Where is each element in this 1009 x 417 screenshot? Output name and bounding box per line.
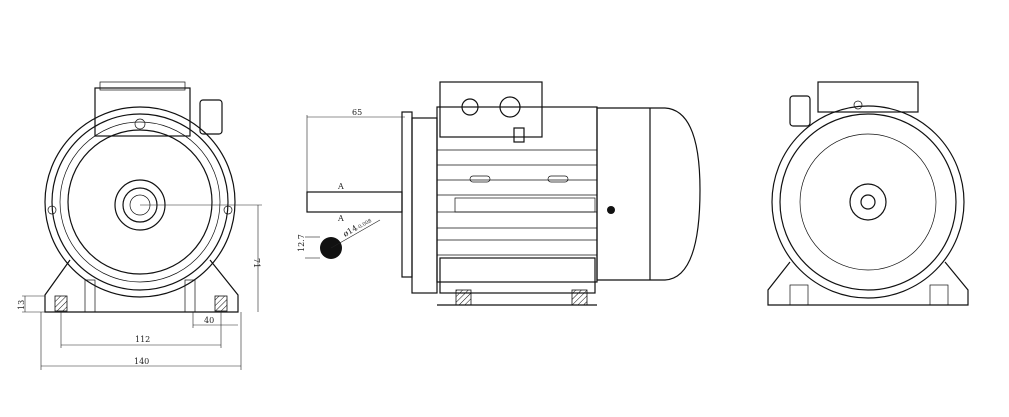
dim-foot-hole-spacing: 112 [135,335,150,344]
front-view: 71 13 40 112 140 [17,81,262,370]
rear-view [767,81,969,306]
dim-foot-hole-edge: 40 [204,316,214,325]
dim-foot-thickness: 13 [17,300,26,310]
section-mark-bottom: A [337,214,344,223]
side-view: 65 A A ø14-0.008 12.7 [297,81,701,306]
dim-shaft-height: 71 [252,258,261,268]
dim-key-height: 12.7 [297,234,306,252]
dim-foot-width: 140 [134,357,149,366]
fan-cover-grill [799,133,937,271]
section-mark-top: A [337,182,344,191]
dim-shaft-length: 65 [352,108,362,117]
